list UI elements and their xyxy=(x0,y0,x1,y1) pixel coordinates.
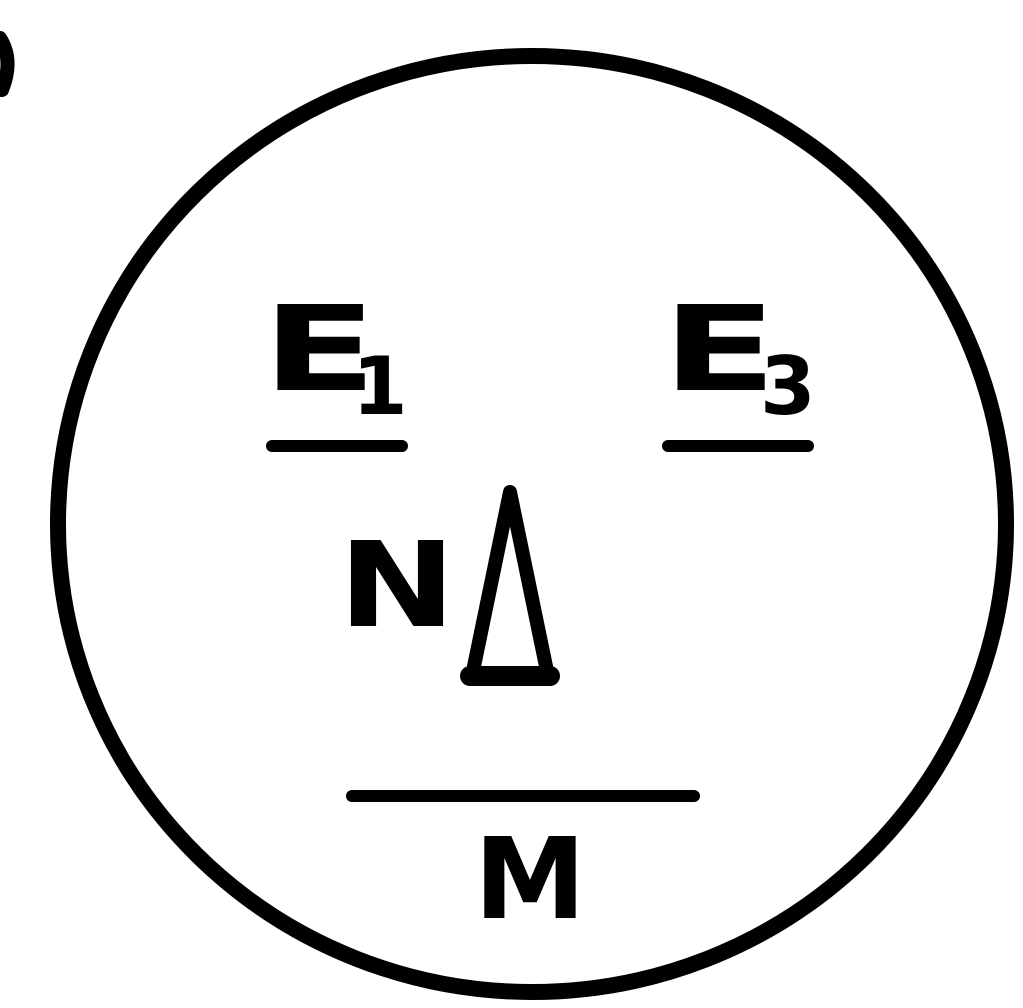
delta-triangle xyxy=(472,492,548,676)
label-e1-subscript: 1 xyxy=(352,340,408,433)
label-n: N xyxy=(338,516,456,654)
label-m: M xyxy=(474,815,586,945)
label-e3-subscript: 3 xyxy=(760,340,816,433)
corner-mark xyxy=(0,38,8,90)
